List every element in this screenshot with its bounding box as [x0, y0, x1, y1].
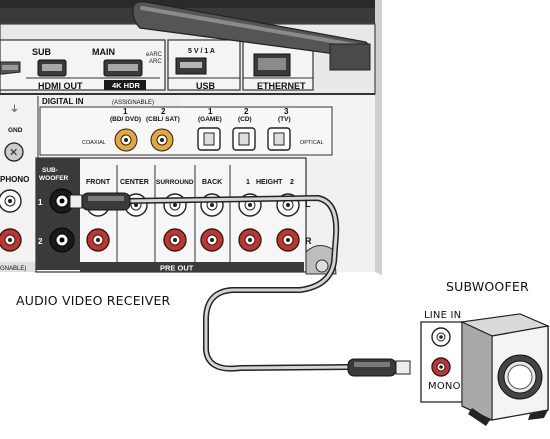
assignable-label: (ASSIGNABLE): [112, 100, 154, 106]
usb-power-label: 5 V / 1 A: [188, 48, 215, 55]
back-right-jack[interactable]: [200, 228, 224, 252]
usb-port[interactable]: [175, 57, 207, 75]
right-channel-label: R: [305, 236, 312, 246]
ethernet-label: ETHERNET: [257, 81, 306, 91]
subwoofer-2-jack[interactable]: [49, 227, 75, 253]
back-label: BACK: [202, 179, 222, 186]
subwoofer-unit: [420, 313, 550, 426]
opt3-number: 3: [284, 107, 289, 116]
coax2-number: 2: [161, 107, 166, 116]
height1-right-jack[interactable]: [238, 228, 262, 252]
four-k-hdr-label: 4K HDR: [112, 81, 141, 90]
digital-in-section: DIGITAL IN (ASSIGNABLE) 1 (BD/ DVD) 2 (C…: [0, 96, 375, 162]
hdmi-main-label: MAIN: [92, 47, 115, 57]
audio-video-receiver-label: AUDIO VIDEO RECEIVER: [16, 293, 171, 308]
subwoofer-cable: [125, 195, 355, 372]
hdmi-sub-label: SUB: [32, 47, 52, 57]
opt2-number: 2: [244, 107, 249, 116]
coax2-jack[interactable]: [150, 128, 174, 152]
height-label: HEIGHT: [256, 179, 283, 186]
subwoofer-label: SUBWOOFER: [446, 279, 529, 294]
woofer-label: WOOFER: [39, 175, 69, 182]
assignable-bottom-label: GNABLE): [0, 266, 26, 272]
surround-label: SURROUND: [156, 179, 194, 186]
sub-label: SUB-: [42, 167, 58, 174]
gnd-label: GND: [8, 127, 23, 134]
optical1-jack[interactable]: [197, 127, 221, 151]
center-label: CENTER: [120, 179, 149, 186]
left-channel-label: L: [305, 199, 311, 209]
phono-right-jack[interactable]: [0, 228, 22, 252]
front-right-jack[interactable]: [86, 228, 110, 252]
wifi-antenna[interactable]: [132, 1, 371, 71]
mono-jack[interactable]: [431, 357, 451, 377]
hdmi-out-section: SUB MAIN eARC ARC HDMI OUT 4K HDR: [0, 39, 166, 91]
subwoofer-1-jack[interactable]: [49, 188, 75, 214]
subwoofer-2-number: 2: [38, 237, 43, 246]
gnd-terminal[interactable]: ✕: [4, 142, 24, 162]
line-in-label: LINE IN: [424, 310, 462, 321]
panel-screw: [305, 245, 337, 275]
pre-out-label: PRE OUT: [160, 264, 194, 273]
front-label: FRONT: [86, 179, 111, 186]
usb-section: 5 V / 1 A USB: [167, 39, 241, 91]
coaxial-label: COAXIAL: [82, 140, 106, 146]
subwoofer-1-number: 1: [38, 198, 43, 207]
svg-text:✕: ✕: [9, 147, 18, 159]
opt2-name: (CD): [238, 116, 252, 123]
usb-label: USB: [196, 81, 216, 91]
ethernet-port[interactable]: [253, 53, 291, 77]
opt1-number: 1: [208, 107, 213, 116]
optical2-jack[interactable]: [232, 127, 256, 151]
pre-out-section: SUB- WOOFER 1 2 FRONT CENTER SURROUND BA…: [35, 157, 312, 273]
phono-left-jack[interactable]: [0, 189, 22, 213]
height-1-number: 1: [246, 179, 250, 186]
surround-right-jack[interactable]: [163, 228, 187, 252]
subwoofer-speaker-cone: [497, 354, 543, 400]
coax1-number: 1: [123, 107, 128, 116]
digital-in-label: DIGITAL IN: [42, 97, 84, 106]
coax2-name: (CBL/ SAT): [146, 116, 180, 123]
height-2-number: 2: [290, 179, 294, 186]
phono-label: PHONO: [0, 175, 29, 184]
line-in-jack[interactable]: [431, 327, 451, 347]
opt3-name: (TV): [278, 116, 291, 123]
hdmi-out-label: HDMI OUT: [38, 81, 83, 91]
ground-symbol: ⏚: [10, 104, 19, 114]
phono-section: ⏚ GND ✕ PHONO GNABLE): [0, 96, 39, 272]
height2-right-jack[interactable]: [276, 228, 300, 252]
hdmi-sub-port[interactable]: [0, 61, 21, 75]
hdmi-main-port[interactable]: [103, 59, 143, 77]
optical-label: OPTICAL: [300, 140, 324, 146]
coax1-jack[interactable]: [114, 128, 138, 152]
coax1-name: (BD/ DVD): [110, 116, 141, 123]
earc-label: eARC: [146, 52, 163, 58]
hdmi-sub-port-2[interactable]: [37, 59, 67, 77]
mono-label: MONO: [428, 381, 461, 392]
arc-label: ARC: [149, 59, 162, 65]
opt1-name: (GAME): [198, 116, 222, 123]
rca-plug-receiver: [69, 192, 131, 211]
four-k-badge: [104, 80, 146, 90]
rca-plug-subwoofer: [347, 358, 411, 377]
optical3-jack[interactable]: [267, 127, 291, 151]
